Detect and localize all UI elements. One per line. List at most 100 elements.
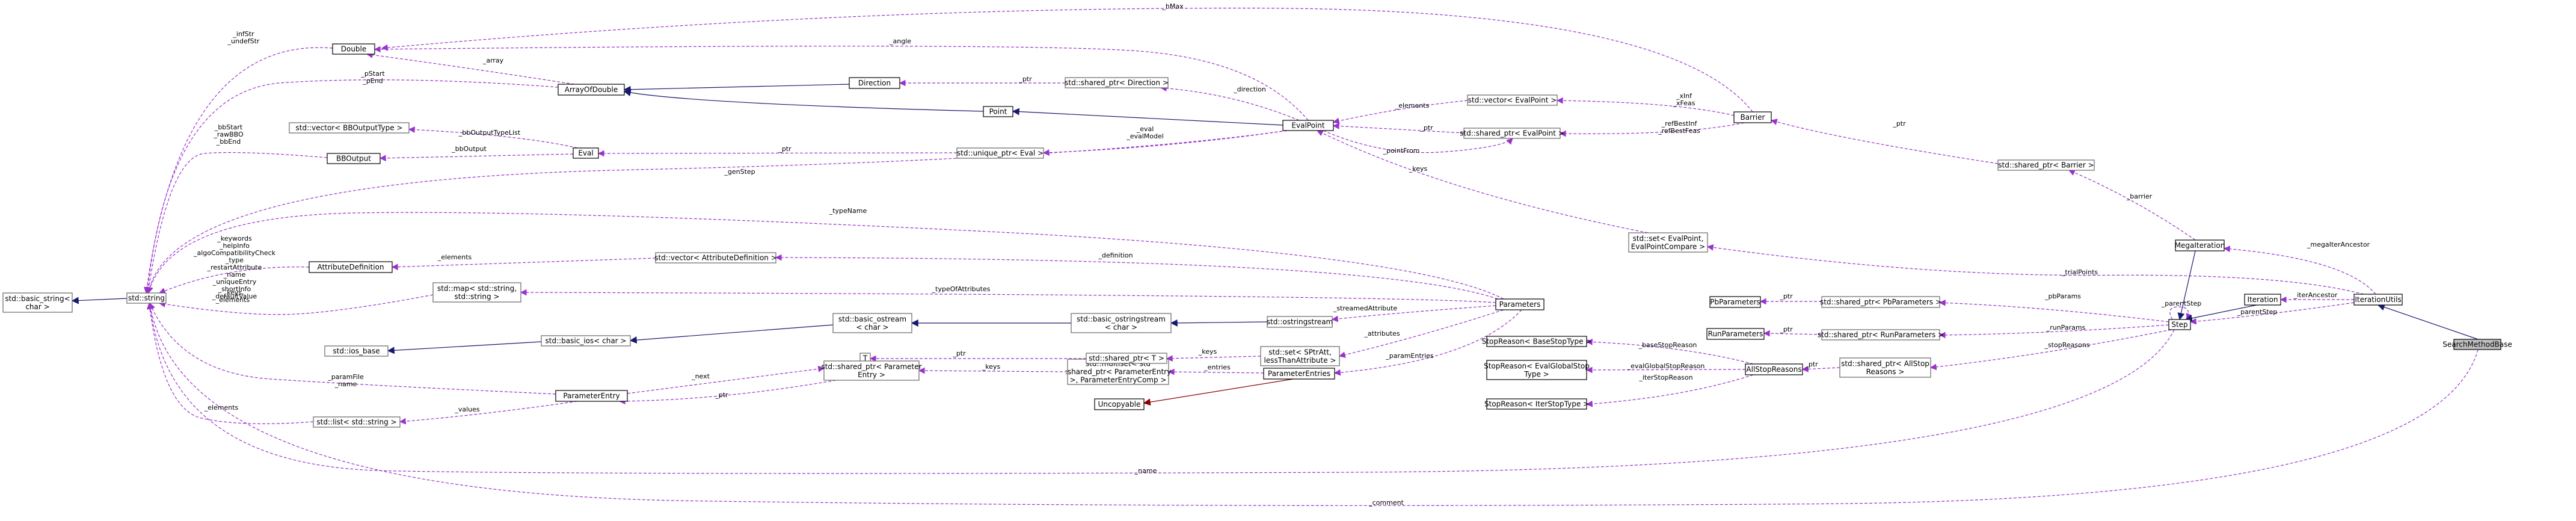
node-std-string[interactable]: std::string bbox=[126, 292, 167, 304]
node-label: T bbox=[862, 354, 868, 363]
node-iteration[interactable]: Iteration bbox=[2244, 294, 2281, 306]
edge-label: _megaIterAncestor bbox=[2307, 241, 2370, 248]
node-sp-param-entry[interactable]: std::shared_ptr< ParameterEntry > bbox=[821, 360, 922, 381]
edge-e56: _elements bbox=[146, 302, 314, 424]
edge-label: _ptr bbox=[952, 350, 966, 357]
edge-e22: _ptr bbox=[1770, 119, 1999, 164]
node-direction[interactable]: Direction bbox=[849, 77, 900, 89]
node-double[interactable]: Double bbox=[332, 43, 375, 55]
node-sp-pbparams[interactable]: std::shared_ptr< PbParameters > bbox=[1820, 296, 1941, 308]
edge-e34: _definition bbox=[775, 251, 1498, 300]
node-stop-reason-iter[interactable]: StopReason< IterStopType > bbox=[1484, 398, 1589, 410]
edge-label: _parentStep bbox=[2237, 308, 2278, 316]
node-barrier[interactable]: Barrier bbox=[1733, 111, 1772, 123]
edge-label: _infStr bbox=[232, 30, 254, 38]
node-sp-barrier[interactable]: std::shared_ptr< Barrier > bbox=[1997, 159, 2095, 171]
edge-label: _keys bbox=[1409, 165, 1428, 173]
node-ostringstream[interactable]: std::ostringstream bbox=[1267, 316, 1333, 328]
node-eval-point[interactable]: EvalPoint bbox=[1282, 120, 1334, 131]
edge-label: _angle bbox=[889, 37, 911, 45]
node-basic-ios[interactable]: std::basic_ios< char > bbox=[541, 335, 631, 347]
edge-label: _entries bbox=[1203, 363, 1231, 371]
edge-e63: _baseStopReason bbox=[1585, 339, 1754, 365]
node-set-sptratt[interactable]: std::set< SPtrAtt,lessThanAttribute > bbox=[1260, 346, 1340, 366]
node-run-parameters[interactable]: RunParameters bbox=[1706, 328, 1765, 340]
node-set-evalpoint[interactable]: std::set< EvalPoint,EvalPointCompare > bbox=[1628, 232, 1708, 253]
edge-e18: _xInf_xFeas bbox=[1556, 92, 1735, 116]
edge-label: _elements bbox=[1395, 102, 1430, 109]
edge-e13: _bbStart_rawBBO_bbEnd bbox=[146, 123, 328, 294]
edge-label: _parentStep bbox=[2161, 300, 2202, 307]
edge-label: _xFeas bbox=[1673, 99, 1695, 107]
node-label: Iteration bbox=[2248, 295, 2278, 304]
edge-label: _ptr bbox=[1804, 360, 1818, 368]
node-basic-ostream[interactable]: std::basic_ostream< char > bbox=[832, 313, 912, 333]
edge-label: _pointFrom bbox=[1383, 147, 1420, 155]
node-label: BBOutput bbox=[336, 155, 371, 163]
edge-e17: _elements bbox=[1332, 100, 1468, 125]
edge-e29: _parentStep bbox=[2161, 300, 2202, 320]
edge-e45: _attributes bbox=[1338, 309, 1504, 358]
node-label: std::basic_ostream bbox=[838, 315, 906, 323]
edge-e50 bbox=[1143, 378, 1294, 406]
edge-e28: _parentStep bbox=[2189, 302, 2355, 325]
edge-label: _ptr bbox=[1892, 120, 1906, 128]
node-label: IterationUtils bbox=[2355, 295, 2401, 304]
node-attribute-definition[interactable]: AttributeDefinition bbox=[309, 261, 393, 273]
node-label: StopReason< BaseStopType > bbox=[1482, 338, 1592, 346]
node-sp-runparams[interactable]: std::shared_ptr< RunParameters > bbox=[1818, 329, 1944, 341]
edges-layer: _hMax_infStr_undefStr_angle_array_pStart… bbox=[71, 2, 2479, 507]
edge-e23: _barrier bbox=[2068, 169, 2196, 241]
node-sp-evalpoint[interactable]: std::shared_ptr< EvalPoint > bbox=[1460, 128, 1564, 139]
edge-label: _rawBBO bbox=[213, 131, 244, 138]
node-ios-base[interactable]: std::ios_base bbox=[324, 345, 389, 357]
node-label: lessThanAttribute > bbox=[1264, 356, 1336, 365]
node-list-string[interactable]: std::list< std::string > bbox=[313, 416, 401, 428]
node-label: Uncopyable bbox=[1098, 400, 1141, 408]
edge-e47: _ptr bbox=[869, 350, 1086, 362]
node-search-method-base[interactable]: SearchMethodBase bbox=[2442, 339, 2512, 350]
node-iteration-utils[interactable]: IterationUtils bbox=[2353, 294, 2403, 306]
node-unique-ptr-eval[interactable]: std::unique_ptr< Eval > bbox=[956, 147, 1044, 159]
node-point[interactable]: Point bbox=[983, 106, 1013, 117]
node-basic-string[interactable]: std::basic_string<char > bbox=[2, 292, 73, 313]
edge-e7: _ptr bbox=[899, 75, 1065, 87]
node-vector-attrdef[interactable]: std::vector< AttributeDefinition > bbox=[654, 252, 777, 264]
edge-e49: _entries bbox=[1167, 363, 1264, 375]
edge-label: _hMax bbox=[1161, 2, 1184, 10]
edge-label: _iterStopReason bbox=[1638, 374, 1692, 381]
node-label: RunParameters bbox=[1708, 330, 1763, 338]
node-eval[interactable]: Eval bbox=[573, 147, 599, 159]
node-mega-iteration[interactable]: MegaIteration bbox=[2175, 239, 2225, 251]
node-vector-bboutputtype[interactable]: std::vector< BBOutputType > bbox=[289, 122, 410, 134]
node-stop-reason-base[interactable]: StopReason< BaseStopType > bbox=[1482, 336, 1592, 347]
node-map-string[interactable]: std::map< std::string,std::string > bbox=[432, 282, 521, 303]
edge-label: _streamedAttribute bbox=[1333, 304, 1398, 312]
node-label: std::shared_ptr< RunParameters > bbox=[1818, 331, 1944, 339]
node-vector-evalpoint[interactable]: std::vector< EvalPoint > bbox=[1467, 94, 1558, 106]
node-pb-parameters[interactable]: PbParameters bbox=[1709, 296, 1761, 308]
node-sp-allstop[interactable]: std::shared_ptr< AllStopReasons > bbox=[1839, 357, 1931, 378]
node-all-stop-reasons[interactable]: AllStopReasons bbox=[1745, 363, 1803, 375]
edge-label: _array bbox=[482, 57, 504, 64]
node-parameter-entries[interactable]: ParameterEntries bbox=[1263, 368, 1335, 380]
node-array-of-double[interactable]: ArrayOfDouble bbox=[558, 84, 625, 96]
node-basic-ostringstream[interactable]: std::basic_ostringstream< char > bbox=[1071, 313, 1172, 333]
node-sp-direction[interactable]: std::shared_ptr< Direction > bbox=[1065, 77, 1169, 88]
node-step[interactable]: Step bbox=[2168, 319, 2191, 330]
edge-label: _barrier bbox=[2126, 193, 2153, 200]
edge-label: _attributes bbox=[1363, 330, 1400, 338]
edge-label: _values bbox=[454, 405, 480, 413]
node-parameter-entry[interactable]: ParameterEntry bbox=[555, 390, 628, 402]
node-parameters[interactable]: Parameters bbox=[1495, 298, 1545, 310]
edge-e55: _values bbox=[399, 401, 578, 425]
node-label: std::shared_ptr< Parameter bbox=[821, 362, 921, 371]
edge-e8 bbox=[623, 84, 850, 93]
node-uncopyable[interactable]: Uncopyable bbox=[1094, 398, 1145, 410]
edge-e30 bbox=[2377, 303, 2479, 340]
node-bb-output[interactable]: BBOutput bbox=[327, 153, 381, 164]
edge-e11: _bbOutputTypeList bbox=[408, 126, 578, 149]
node-sp-T[interactable]: std::shared_ptr< T > bbox=[1086, 353, 1167, 364]
